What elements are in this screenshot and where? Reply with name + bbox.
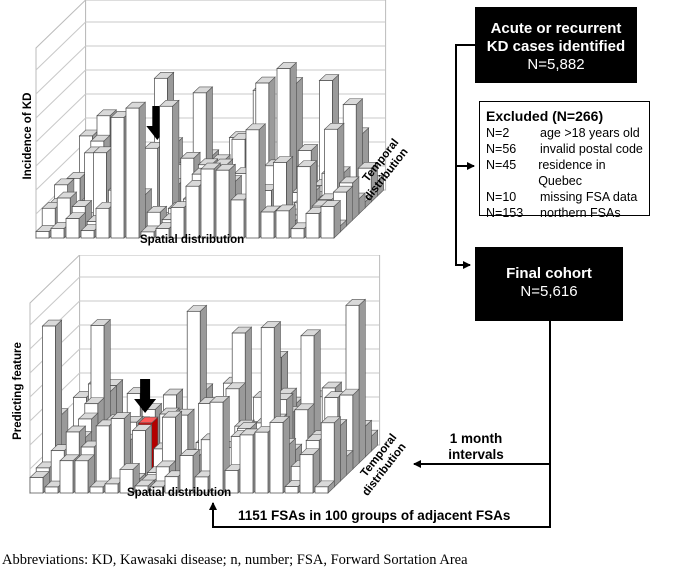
bar — [239, 434, 254, 494]
acute-title-line1: Acute or recurrent — [490, 20, 622, 37]
excluded-box: Excluded (N=266) N=2 age >18 years old N… — [479, 101, 650, 220]
fsa-groups-label: 1151 FSAs in 100 groups of adjacent FSAs — [238, 508, 511, 523]
bar — [284, 486, 299, 494]
acute-cases-box: Acute or recurrent KD cases identified N… — [475, 7, 637, 83]
final-title: Final cohort — [506, 265, 592, 282]
bar — [44, 486, 59, 494]
grid-line — [35, 21, 86, 71]
predicting-chart: Predicting feature Spatial distribution … — [0, 253, 440, 515]
connector-acute-to-final — [455, 44, 475, 269]
bar — [305, 213, 320, 239]
excluded-count: N=56 — [486, 142, 517, 156]
excluded-row: N=56 invalid postal code — [486, 141, 649, 157]
grid-line — [35, 117, 86, 167]
incidence-chart: Incidence of KD Spatial distribution Tem… — [0, 0, 440, 260]
incidence-x-axis-label: Spatial distribution — [140, 234, 245, 246]
bar — [164, 476, 179, 494]
bar — [134, 485, 149, 494]
acute-title-line2: KD cases identified — [486, 38, 626, 55]
final-count: N=5,616 — [520, 283, 578, 300]
bar — [245, 129, 260, 239]
acute-count: N=5,882 — [527, 56, 585, 73]
bar — [95, 207, 110, 239]
bar — [275, 210, 290, 239]
bar — [35, 231, 50, 239]
excluded-reason: missing FSA data — [540, 190, 638, 204]
bar — [314, 486, 329, 494]
bar — [80, 230, 95, 239]
bar — [320, 206, 335, 239]
abbreviations-footnote: Abbreviations: KD, Kawasaki disease; n, … — [2, 552, 468, 568]
excluded-row: N=153 northern FSAs — [486, 205, 649, 221]
grid-line — [35, 93, 86, 143]
excluded-reason: northern FSAs — [540, 206, 621, 220]
bar — [179, 455, 194, 494]
bar — [149, 486, 164, 494]
bar — [269, 422, 284, 494]
bar — [254, 431, 269, 494]
grid-line — [29, 276, 80, 326]
bar — [200, 168, 215, 239]
bar — [125, 107, 140, 239]
excluded-row: N=45 residence in Quebec — [486, 157, 649, 189]
bar — [209, 401, 224, 494]
excluded-title: Excluded (N=266) — [486, 108, 604, 124]
grid-line — [35, 69, 86, 119]
bar — [29, 477, 44, 494]
bar — [104, 483, 119, 494]
bar — [299, 454, 314, 494]
bar — [155, 228, 170, 239]
final-cohort-box: Final cohort N=5,616 — [475, 247, 623, 321]
excluded-reason: age >18 years old — [540, 126, 640, 140]
bar — [59, 460, 74, 494]
bar — [65, 218, 80, 239]
bar — [260, 211, 275, 239]
bar — [224, 470, 239, 494]
grid-line — [35, 45, 86, 95]
predicting-x-axis-label: Spatial distribution — [127, 487, 232, 499]
incidence-3d-bars — [35, 0, 387, 240]
predicting-3d-bars — [29, 253, 381, 495]
excluded-row: N=2 age >18 years old — [486, 125, 649, 141]
bar — [194, 476, 209, 494]
bar — [170, 207, 185, 239]
bar — [185, 185, 200, 239]
excluded-count: N=153 — [486, 206, 524, 220]
month-label-line2: intervals — [448, 447, 504, 462]
excluded-row: N=10 missing FSA data — [486, 189, 649, 205]
bar — [140, 231, 155, 239]
excluded-count: N=10 — [486, 190, 517, 204]
excluded-count: N=45 — [486, 158, 517, 172]
excluded-reason: invalid postal code — [540, 142, 643, 156]
pointer-arrow — [134, 379, 157, 413]
bar — [290, 228, 305, 239]
excluded-count: N=2 — [486, 126, 510, 140]
bar — [119, 469, 134, 494]
bar — [50, 228, 65, 239]
bar — [74, 460, 89, 494]
grid-line — [35, 141, 86, 191]
connector-final-to-fsa — [209, 464, 551, 528]
bar — [110, 117, 125, 239]
bar — [215, 169, 230, 239]
month-intervals-label: 1 month intervals — [436, 431, 516, 463]
excluded-reason: residence in Quebec — [538, 158, 606, 188]
bar — [89, 486, 104, 494]
month-label-line1: 1 month — [449, 431, 503, 446]
bar — [230, 199, 245, 239]
